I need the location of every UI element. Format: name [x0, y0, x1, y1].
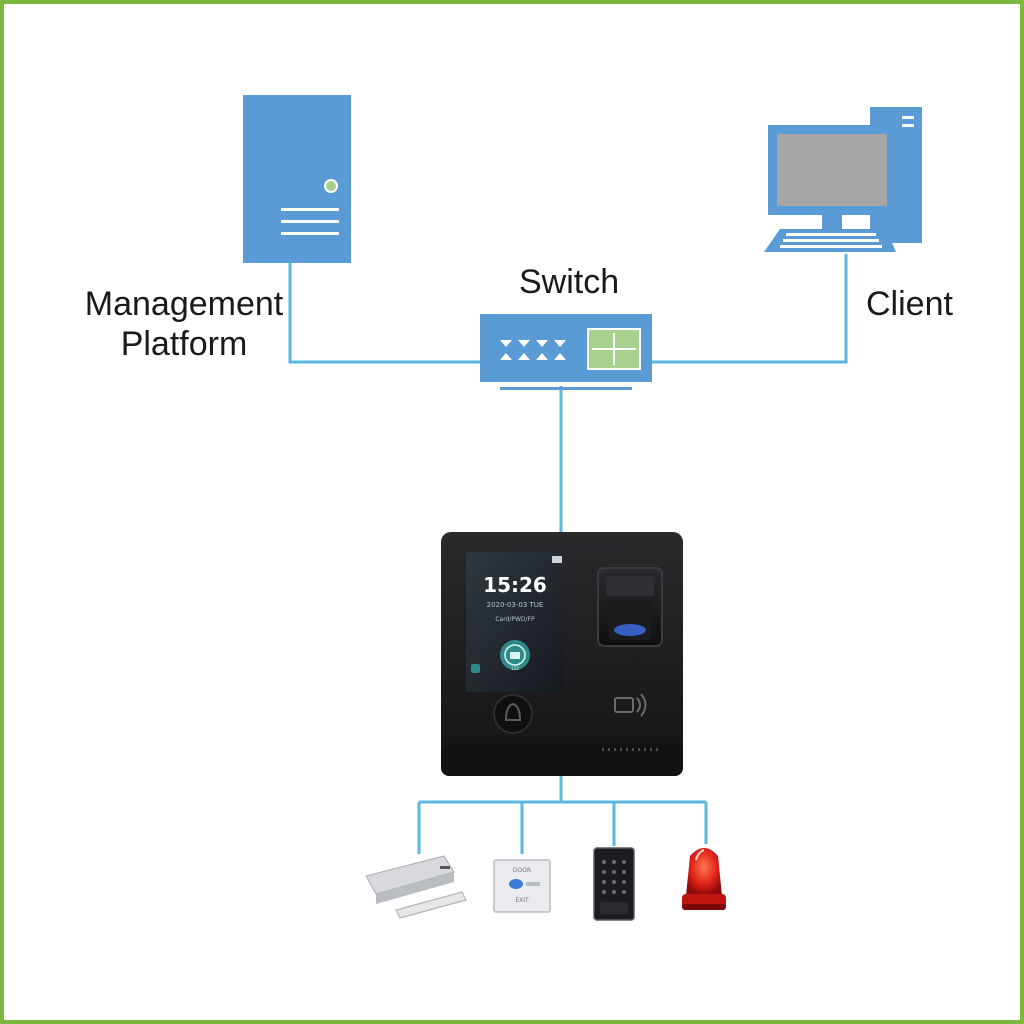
management-label-line2: Platform: [120, 325, 248, 363]
management-label-line1: Management: [84, 285, 284, 323]
line-server-switch: [288, 262, 482, 364]
keypad-text: 123: [511, 666, 519, 671]
switch-icon: [480, 314, 652, 390]
screen-date: 2020-03-03 TUE: [487, 601, 544, 609]
access-controller-icon: 15:26 2020-03-03 TUE Card/PWD/FP 123: [441, 532, 683, 776]
switch-label: Switch: [519, 263, 620, 301]
computer-icon: [764, 107, 922, 252]
line-client-switch: [650, 254, 848, 364]
card-reader-area-icon: [614, 693, 647, 717]
bell-icon: [504, 702, 522, 721]
magnetic-lock-icon: [365, 855, 467, 919]
card-reader-icon: [593, 847, 635, 921]
server-icon: [243, 95, 351, 263]
exit-button-icon: DOOR EXIT: [493, 859, 551, 913]
exit-button-line1: DOOR: [513, 867, 531, 874]
speaker-grille: [602, 748, 658, 751]
screen-mode: Card/PWD/FP: [495, 616, 535, 623]
grid-menu-icon: [471, 664, 480, 673]
camera-icon: [552, 556, 562, 563]
exit-button-line2: EXIT: [515, 897, 529, 904]
network-diagram: 15:26 2020-03-03 TUE Card/PWD/FP 123: [243, 95, 922, 921]
screen-time: 15:26: [483, 573, 547, 597]
alarm-light-icon: [682, 848, 726, 910]
doorbell-button: [493, 694, 533, 734]
management-platform-label: Management Platform: [64, 284, 304, 364]
connection-lines: [288, 254, 848, 854]
switch-ports: [500, 340, 566, 360]
client-label: Client: [866, 285, 953, 323]
